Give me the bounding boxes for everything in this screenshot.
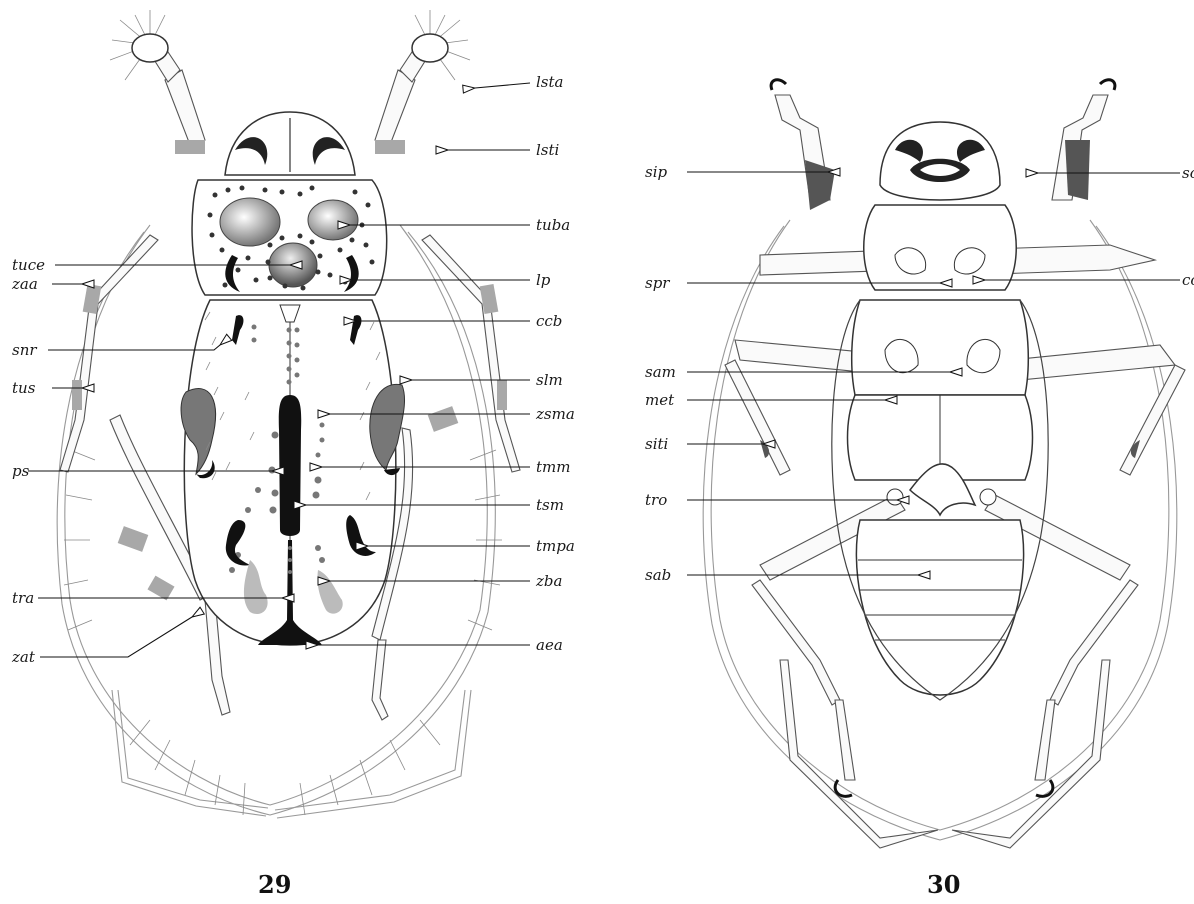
label-siti: siti	[645, 435, 669, 453]
label-lsti: lsti	[536, 141, 560, 159]
label-tmm: tmm	[536, 458, 570, 476]
foreleg-right	[375, 70, 415, 150]
mesosternum	[852, 300, 1029, 395]
leader-zat	[40, 617, 192, 657]
foreleg-left	[165, 70, 205, 150]
label-tro: tro	[645, 491, 667, 509]
label-snr: snr	[12, 341, 37, 359]
label-tus: tus	[12, 379, 36, 397]
label-zsma: zsma	[535, 405, 575, 423]
figure-29-beetle-dorsal: lsta lsti tuba tuce lp zaa ccb snr slm t…	[11, 10, 575, 899]
label-zat: zat	[11, 648, 36, 666]
antenna-left	[118, 690, 268, 808]
femur-stripe-left	[805, 160, 835, 210]
label-lp: lp	[536, 271, 551, 289]
figure-number-29: 29	[258, 870, 291, 899]
antenna-right	[952, 660, 1110, 848]
label-aea: aea	[536, 636, 563, 654]
figure-number-30: 30	[927, 870, 960, 899]
label-spr: spr	[645, 274, 670, 292]
label-tmpa: tmpa	[536, 537, 575, 555]
label-zaa: zaa	[11, 275, 38, 293]
label-sam: sam	[645, 363, 676, 381]
label-zba: zba	[535, 572, 562, 590]
label-tsm: tsm	[536, 496, 564, 514]
figure-30-beetle-ventral: sip sc spr co sam met siti tro sab 30	[645, 80, 1194, 899]
label-sc: sc	[1182, 164, 1194, 182]
label-lsta: lsta	[536, 73, 563, 91]
trochanter-left	[887, 489, 903, 505]
sutural-stripe	[279, 395, 301, 536]
label-met: met	[645, 391, 675, 409]
prosternum	[864, 205, 1017, 290]
label-tuce: tuce	[12, 256, 45, 274]
label-sab: sab	[645, 566, 671, 584]
femur-stripe-right	[1065, 140, 1090, 200]
trochanter-right	[980, 489, 996, 505]
label-co: co	[1182, 271, 1194, 289]
label-sip: sip	[645, 163, 667, 181]
tubercle-right	[308, 200, 358, 240]
antenna-right	[275, 690, 465, 810]
abdomen	[856, 520, 1023, 695]
label-slm: slm	[536, 371, 563, 389]
label-tuba: tuba	[536, 216, 570, 234]
label-tra: tra	[12, 589, 34, 607]
tubercle-left	[220, 198, 280, 246]
label-ps: ps	[12, 462, 30, 480]
label-ccb: ccb	[536, 312, 562, 330]
leader-lsta	[475, 83, 530, 88]
